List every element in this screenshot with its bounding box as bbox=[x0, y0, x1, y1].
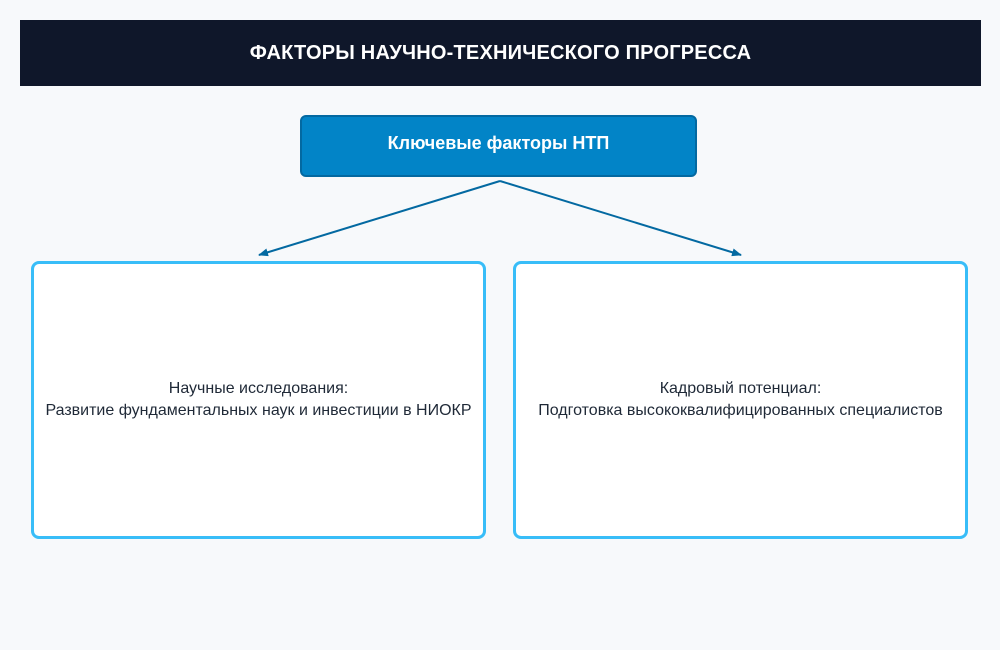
child-node-research: Научные исследования: Развитие фундамент… bbox=[31, 261, 486, 539]
child-node-personnel: Кадровый потенциал: Подготовка высококва… bbox=[513, 261, 968, 539]
page-title: ФАКТОРЫ НАУЧНО-ТЕХНИЧЕСКОГО ПРОГРЕССА bbox=[249, 41, 752, 64]
root-node-label: Ключевые факторы НТП bbox=[387, 132, 610, 153]
child-node-description: Развитие фундаментальных наук и инвестиц… bbox=[45, 402, 472, 419]
child-node-title: Научные исследования: bbox=[168, 380, 349, 397]
child-node-description: Подготовка высококвалифицированных специ… bbox=[538, 402, 943, 419]
root-node: Ключевые факторы НТП bbox=[300, 115, 697, 177]
connector-left bbox=[258, 180, 501, 257]
connector-right bbox=[499, 180, 742, 257]
child-node-title: Кадровый потенциал: bbox=[659, 380, 822, 397]
page-header: ФАКТОРЫ НАУЧНО-ТЕХНИЧЕСКОГО ПРОГРЕССА bbox=[20, 20, 981, 86]
